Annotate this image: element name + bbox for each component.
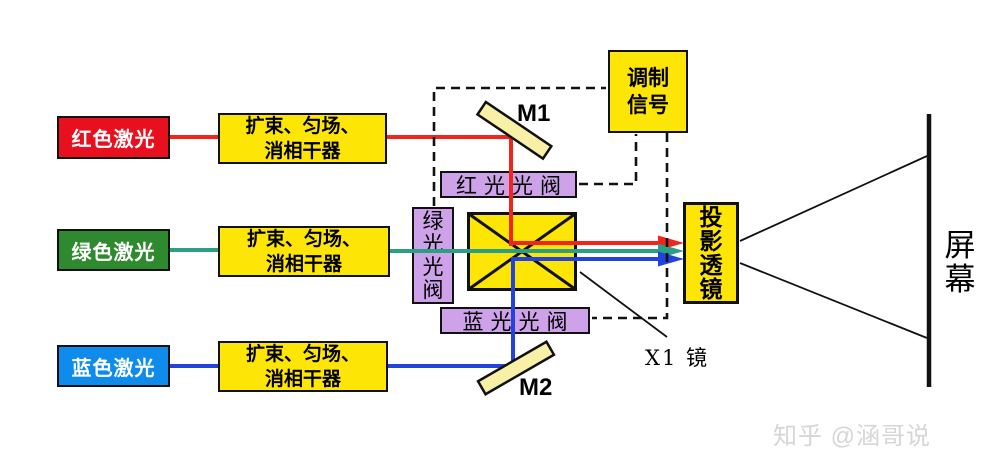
- green-light-valve-box: 绿光光阀: [412, 207, 454, 304]
- red-light-valve-box: 红光光阀: [440, 171, 577, 198]
- conditioner-line1: 扩束、匀场、: [246, 228, 361, 250]
- modulation-signal-label: 调制 信号: [627, 65, 669, 119]
- green-laser-label: 绿色激光: [71, 241, 156, 264]
- blue-light-valve-label: 蓝光光阀: [462, 309, 575, 334]
- red-light-valve-label: 红光光阀: [456, 173, 568, 198]
- conditioner-label: 扩束、匀场、 消相干器: [247, 227, 361, 277]
- blue-beam-arrowhead: [658, 251, 684, 267]
- projection-cone-top: [739, 155, 928, 242]
- red-laser-box: 红色激光: [57, 116, 170, 159]
- x1-mirror-label: X1 镜: [645, 346, 709, 370]
- conditioner-line2: 消相干器: [264, 140, 341, 162]
- conditioner-line1: 扩束、匀场、: [245, 115, 360, 137]
- blue-laser-label: 蓝色激光: [71, 357, 156, 380]
- conditioner-line2: 消相干器: [264, 368, 341, 390]
- modulation-signal-box: 调制 信号: [608, 50, 688, 133]
- green-laser-box: 绿色激光: [57, 229, 170, 271]
- dashed-wire-blue-valve: [592, 133, 669, 320]
- projection-cone-bottom: [739, 262, 928, 339]
- screen-label: 屏幕: [944, 228, 976, 298]
- dashed-wire-red-valve: [579, 134, 638, 186]
- watermark-text: 知乎 @涵哥说: [773, 423, 932, 450]
- conditioner-label: 扩束、匀场、 消相干器: [245, 114, 359, 164]
- green-light-valve-label: 绿光光阀: [422, 208, 444, 302]
- conditioner-label: 扩束、匀场、 消相干器: [246, 342, 360, 392]
- conditioner-line2: 消相干器: [265, 253, 342, 275]
- red-beam-arrowhead: [658, 235, 684, 251]
- modulator-line2: 信号: [627, 93, 669, 117]
- modulator-line1: 调制: [627, 66, 669, 90]
- x1-leader-line: [579, 271, 668, 338]
- projection-lens-box: 投影透镜: [683, 202, 739, 304]
- mirror-m1-label: M1: [517, 100, 551, 127]
- conditioner-box-green-path: 扩束、匀场、 消相干器: [218, 226, 390, 277]
- red-laser-label: 红色激光: [71, 129, 156, 151]
- blue-laser-box: 蓝色激光: [57, 345, 170, 387]
- conditioner-box-red-path: 扩束、匀场、 消相干器: [218, 113, 387, 164]
- conditioner-box-blue-path: 扩束、匀场、 消相干器: [218, 341, 388, 392]
- x-cube-combiner: [467, 212, 577, 291]
- blue-light-valve-box: 蓝光光阀: [440, 307, 590, 334]
- conditioner-line1: 扩束、匀场、: [245, 343, 360, 365]
- projection-lens-label: 投影透镜: [699, 204, 723, 302]
- mirror-m2-label: M2: [519, 374, 553, 401]
- green-beam-arrowhead: [658, 243, 684, 259]
